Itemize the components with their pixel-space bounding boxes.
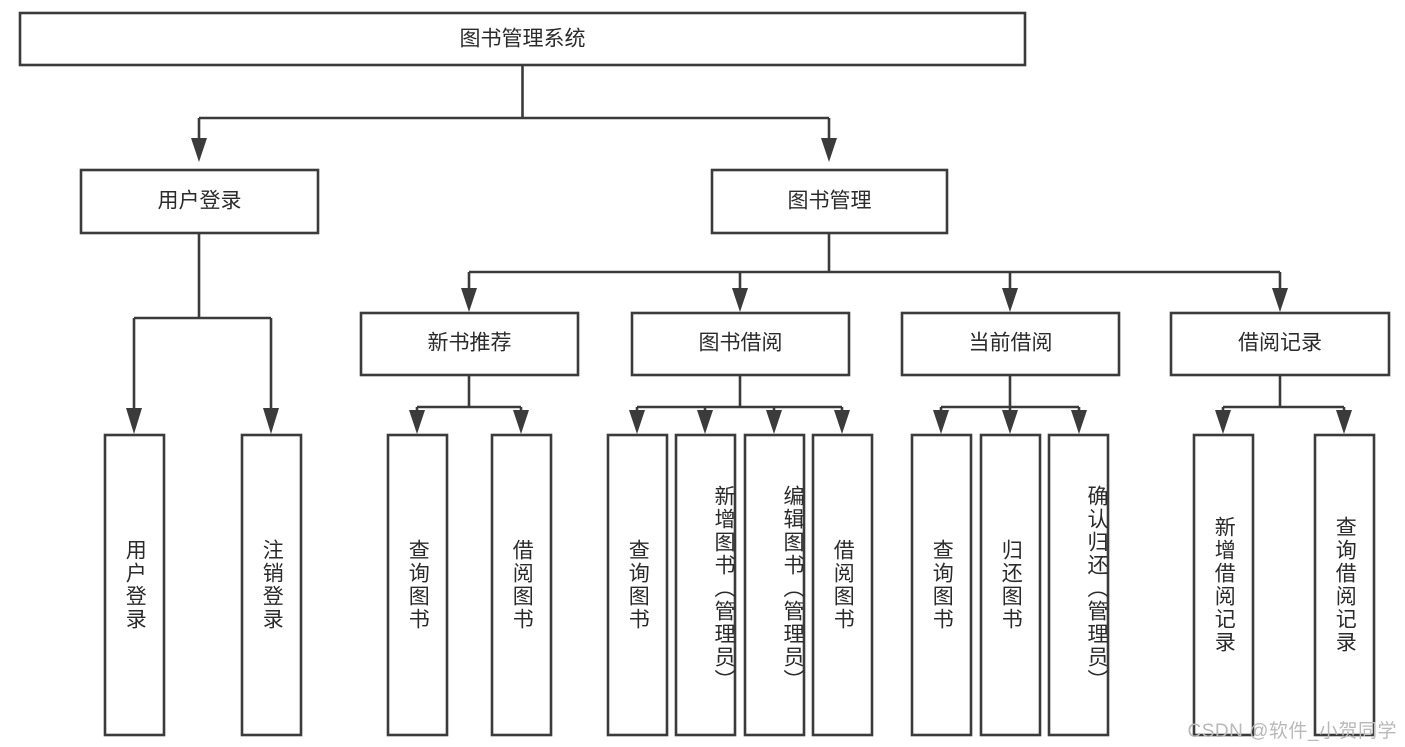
node-label-book-borrow: 图书借阅 bbox=[699, 332, 783, 355]
leaf-box-new-book-1[interactable] bbox=[490, 433, 553, 737]
arrow-root-to-user-login bbox=[191, 138, 207, 162]
node-box-borrow-record[interactable] bbox=[1169, 311, 1391, 377]
arrow-book-borrow-leaf-2 bbox=[766, 410, 782, 434]
arrow-new-book-leaf-1 bbox=[513, 410, 529, 434]
connector-group-new-book-to-leaves bbox=[409, 375, 529, 434]
leaf-box-current-borrow-1[interactable] bbox=[979, 433, 1042, 737]
arrow-user-login-leaf-1 bbox=[263, 408, 279, 434]
node-label-borrow-record: 借阅记录 bbox=[1238, 332, 1322, 355]
node-box-new-book-recommend[interactable] bbox=[359, 311, 580, 377]
arrow-user-login-leaf-0 bbox=[126, 408, 142, 434]
leaf-box-current-borrow-0[interactable] bbox=[910, 433, 973, 737]
node-box-current-borrow[interactable] bbox=[900, 311, 1121, 377]
arrow-book-mgmt-to-current-borrow bbox=[1002, 288, 1018, 312]
leaf-box-new-book-0[interactable] bbox=[386, 433, 449, 737]
arrow-borrow-record-leaf-0 bbox=[1215, 410, 1231, 434]
leaf-box-borrow-record-0[interactable] bbox=[1192, 433, 1255, 737]
leaf-box-book-borrow-1[interactable] bbox=[674, 433, 737, 737]
connector-group-book-mgmt-to-level3 bbox=[461, 233, 1288, 312]
leaf-box-borrow-record-1[interactable] bbox=[1313, 433, 1376, 737]
arrow-book-borrow-leaf-0 bbox=[629, 410, 645, 434]
arrow-book-borrow-leaf-3 bbox=[834, 410, 850, 434]
arrow-book-mgmt-to-book-borrow bbox=[732, 288, 748, 312]
node-box-root[interactable] bbox=[18, 11, 1027, 67]
arrow-borrow-record-leaf-1 bbox=[1336, 410, 1352, 434]
connector-group-root-to-level2 bbox=[191, 65, 837, 162]
node-label-new-book-recommend: 新书推荐 bbox=[428, 332, 512, 355]
arrow-new-book-leaf-0 bbox=[409, 410, 425, 434]
node-box-book-management[interactable] bbox=[710, 168, 949, 235]
leaf-box-user-login-0[interactable] bbox=[103, 433, 166, 737]
arrow-book-mgmt-to-new-book bbox=[461, 288, 477, 312]
connector-group-user-login-to-leaves bbox=[126, 233, 279, 434]
node-label-book-management: 图书管理 bbox=[788, 190, 872, 213]
node-label-user-login: 用户登录 bbox=[158, 190, 242, 213]
arrow-root-to-book-mgmt bbox=[821, 138, 837, 162]
node-label-root: 图书管理系统 bbox=[460, 28, 586, 51]
arrow-current-borrow-leaf-2 bbox=[1071, 410, 1087, 434]
leaf-box-book-borrow-0[interactable] bbox=[606, 433, 669, 737]
arrow-current-borrow-leaf-0 bbox=[933, 410, 949, 434]
node-box-user-login[interactable] bbox=[79, 168, 320, 235]
leaf-box-current-borrow-2[interactable] bbox=[1047, 433, 1110, 737]
connector-group-current-borrow-to-leaves bbox=[933, 375, 1087, 434]
leaf-box-user-login-1[interactable] bbox=[240, 433, 303, 737]
node-box-book-borrow[interactable] bbox=[630, 311, 851, 377]
connector-group-borrow-record-to-leaves bbox=[1215, 375, 1352, 434]
node-label-current-borrow: 当前借阅 bbox=[969, 332, 1053, 355]
arrow-current-borrow-leaf-1 bbox=[1002, 410, 1018, 434]
arrow-book-mgmt-to-borrow-record bbox=[1272, 288, 1288, 312]
leaf-box-book-borrow-2[interactable] bbox=[743, 433, 806, 737]
arrow-book-borrow-leaf-1 bbox=[697, 410, 713, 434]
connector-group-book-borrow-to-leaves bbox=[629, 375, 850, 434]
leaf-box-book-borrow-3[interactable] bbox=[811, 433, 874, 737]
